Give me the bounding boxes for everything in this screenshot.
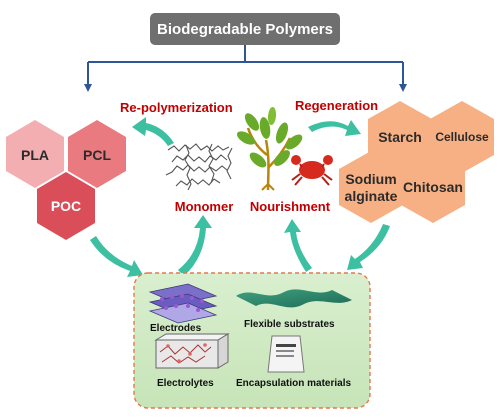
encapsulation-icon xyxy=(267,335,305,373)
arrow-panel-to-monomer xyxy=(178,215,212,276)
title-box: Biodegradable Polymers xyxy=(150,13,340,45)
arrow-panel-to-nourishment xyxy=(284,219,312,272)
hex-cellulose xyxy=(430,101,494,173)
crab-illustration xyxy=(291,155,333,186)
monomer-chains-illustration xyxy=(165,143,233,191)
label-pla: PLA xyxy=(21,147,49,163)
arrow-poc-to-panel xyxy=(90,236,143,277)
cycle-arrows xyxy=(90,117,390,277)
arrow-chitosan-to-panel xyxy=(347,224,390,270)
label-regeneration: Regeneration xyxy=(295,98,378,113)
label-monomer: Monomer xyxy=(175,199,234,214)
hex-chitosan xyxy=(401,151,465,223)
arrow-repolymerization xyxy=(132,117,174,146)
plant-illustration xyxy=(236,107,303,191)
label-repolymerization: Re-polymerization xyxy=(120,100,233,115)
hex-pla xyxy=(6,120,64,188)
label-encapsulation-materials: Encapsulation materials xyxy=(236,378,351,389)
electrodes-icon xyxy=(148,283,218,324)
hex-sodium-alginate xyxy=(339,151,403,223)
label-nourishment: Nourishment xyxy=(250,199,331,214)
hex-pcl xyxy=(68,120,126,188)
label-poc: POC xyxy=(51,198,81,214)
label-flexible-substrates: Flexible substrates xyxy=(244,319,335,330)
natural-polymers-cluster: Starch Cellulose Sodium alginate Chitosa… xyxy=(339,101,494,223)
synthetic-polymers-cluster: PLA PCL POC xyxy=(6,120,126,240)
label-sodium: Sodium xyxy=(345,171,396,187)
electrolytes-icon xyxy=(154,333,230,369)
hex-poc xyxy=(37,172,95,240)
label-starch: Starch xyxy=(378,129,422,145)
label-electrodes: Electrodes xyxy=(150,323,202,334)
applications-panel: Electrodes Flexible substrates Electroly… xyxy=(133,272,371,409)
flexible-substrate-icon xyxy=(236,289,352,308)
title-connector xyxy=(84,45,407,92)
diagram-title: Biodegradable Polymers xyxy=(157,21,333,38)
label-alginate: alginate xyxy=(345,188,398,204)
hex-starch xyxy=(368,101,432,173)
label-cellulose: Cellulose xyxy=(435,130,489,144)
label-electrolytes: Electrolytes xyxy=(157,378,214,389)
label-chitosan: Chitosan xyxy=(403,179,463,195)
arrow-regeneration xyxy=(308,120,361,136)
label-pcl: PCL xyxy=(83,147,111,163)
